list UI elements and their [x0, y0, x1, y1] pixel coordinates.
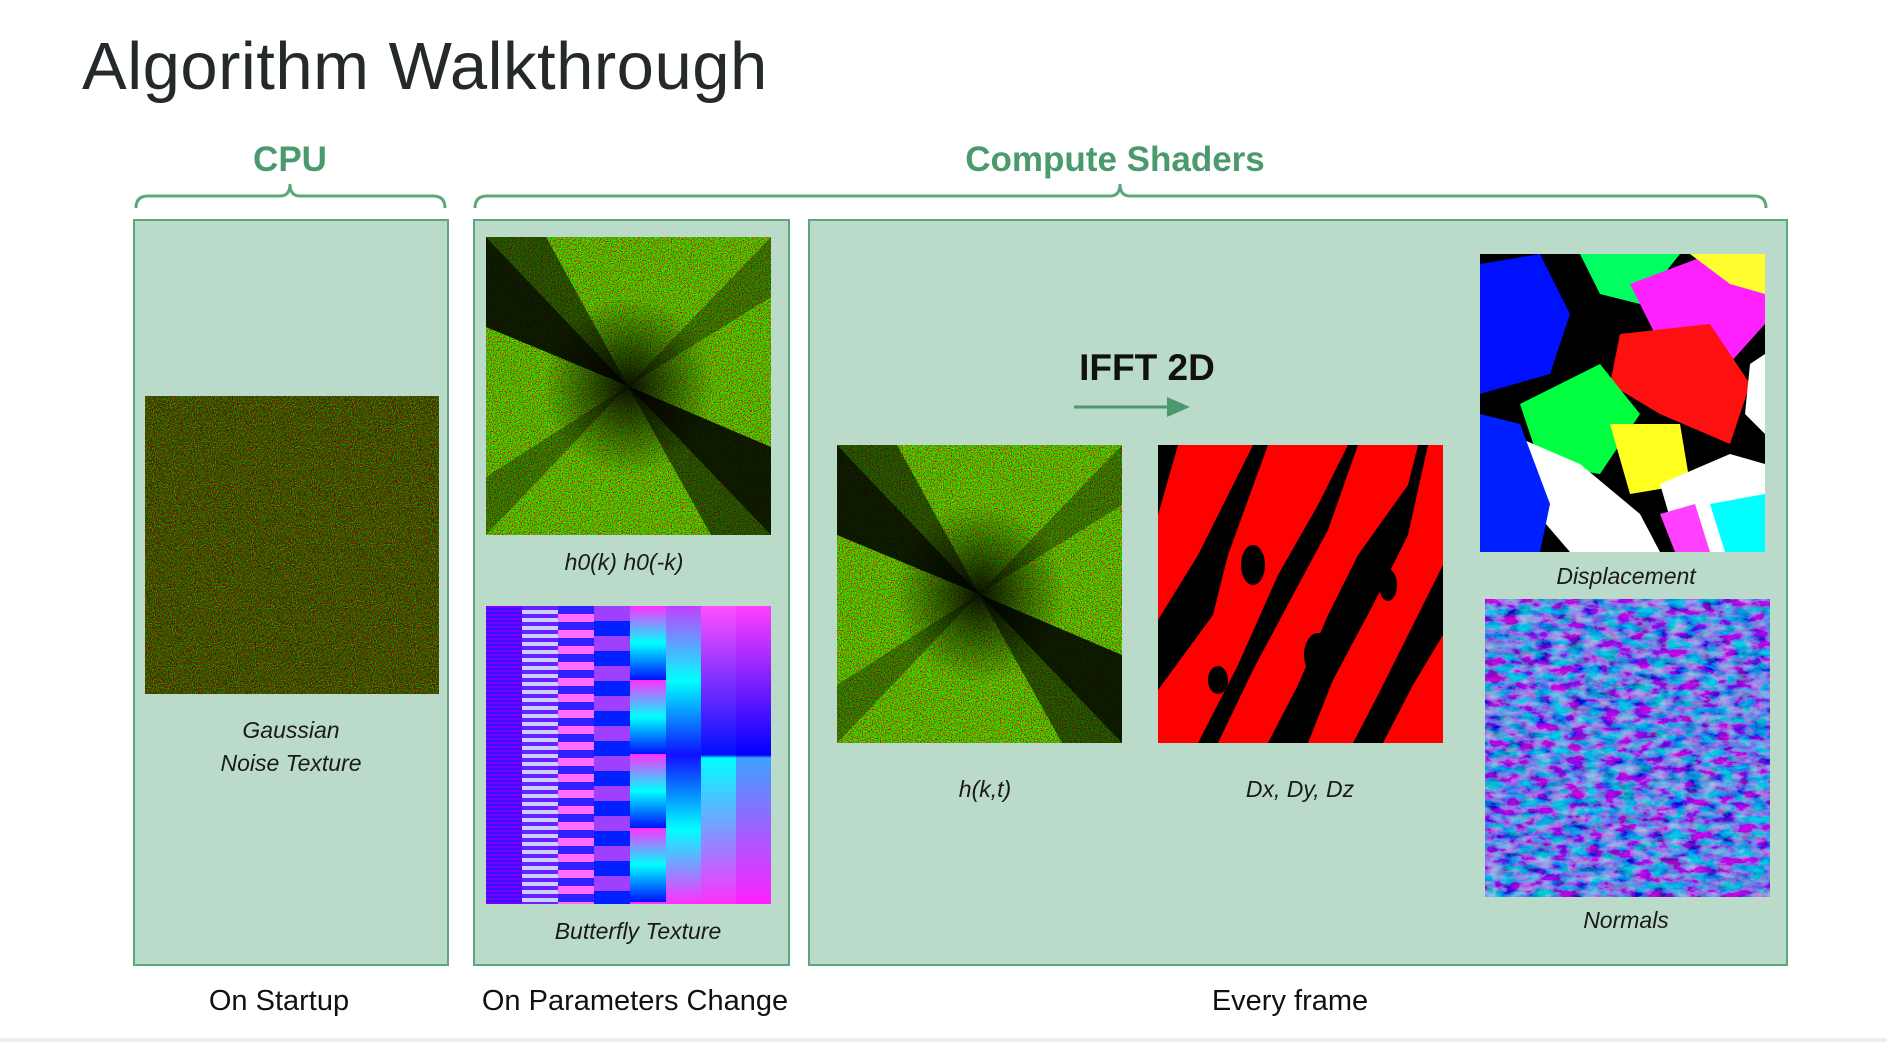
- hkt-spectrum-texture: [837, 445, 1122, 743]
- gaussian-caption-line1: Gaussian: [242, 717, 340, 743]
- cpu-group-label: CPU: [253, 140, 327, 179]
- cpu-brace: [134, 183, 447, 209]
- normals-texture: [1485, 599, 1770, 897]
- h0-caption: h0(k) h0(-k): [564, 549, 684, 575]
- butterfly-caption: Butterfly Texture: [554, 918, 722, 944]
- h0-spectrum-texture: [486, 237, 771, 535]
- hkt-caption: h(k,t): [958, 776, 1012, 802]
- gaussian-caption-line2: Noise Texture: [220, 750, 362, 776]
- ifft-2d-label: IFFT 2D: [1079, 347, 1215, 388]
- normals-caption: Normals: [1583, 907, 1669, 933]
- slide-title: Algorithm Walkthrough: [82, 29, 768, 104]
- bottom-divider: [0, 1038, 1887, 1042]
- stage-on-startup: On Startup: [208, 985, 350, 1017]
- displacement-caption: Displacement: [1556, 563, 1696, 589]
- dxyz-caption: Dx, Dy, Dz: [1245, 776, 1355, 802]
- displacement-texture: [1480, 254, 1765, 552]
- compute-shaders-brace: [473, 183, 1768, 209]
- arrow-right-icon: [1074, 397, 1190, 417]
- stage-on-parameters-change: On Parameters Change: [481, 985, 789, 1017]
- gaussian-noise-texture: [145, 396, 439, 694]
- butterfly-texture: [486, 606, 771, 904]
- dxyz-texture: [1158, 445, 1443, 743]
- stage-every-frame: Every frame: [1211, 985, 1369, 1017]
- compute-shaders-group-label: Compute Shaders: [965, 140, 1265, 179]
